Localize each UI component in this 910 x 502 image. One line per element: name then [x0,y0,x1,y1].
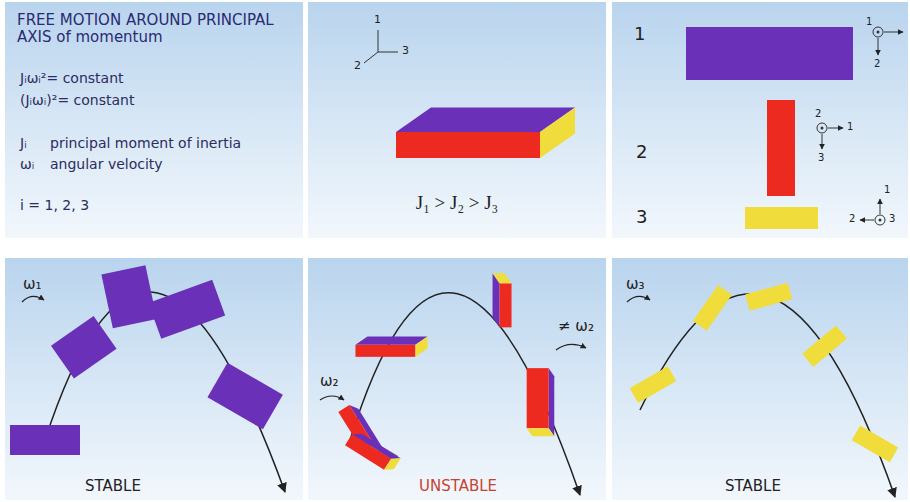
symbol: ωᵢ [20,156,34,172]
panel-ground [612,258,908,500]
axis-out-dot [879,219,882,222]
trajectory-curve [640,294,895,497]
panel: 1 1 2 2 2 1 3 3 1 2 3 [612,2,908,238]
panel: FREE MOTION AROUND PRINCIPAL AXIS of mom… [5,2,303,238]
axis-label: 1 [884,184,890,196]
rigid-body [693,285,732,331]
stability-label: UNSTABLE [419,478,497,495]
spin-arrow [556,344,586,350]
slab-top [355,336,427,344]
panel: ω₂ ≠ ω₂ UNSTABLE [308,258,606,500]
axis-out-symbol [817,123,827,133]
definition: angular velocity [50,156,163,172]
rigid-body [745,283,792,311]
rigid-body [101,265,156,328]
slab-side [415,336,427,356]
axis-label: 2 [874,58,880,70]
panel-ground [308,258,606,500]
panel-ground [5,258,303,500]
rigid-body [10,425,80,455]
axis-number: 3 [636,207,647,228]
panel: ω₁ STABLE [5,258,303,500]
panel: ω₃ STABLE [612,258,908,500]
omega-label: ω₁ [23,276,42,293]
rigid-body [51,316,117,379]
axis-arrow [884,32,903,33]
axis-label: 1 [374,14,381,27]
slab-side [384,454,401,474]
rigid-body [802,326,847,367]
slab-front [345,434,391,469]
slab-front [500,283,512,327]
axis-out-symbol [875,215,885,225]
rigid-body [207,363,282,430]
axis-line [378,30,379,52]
axis-label: 3 [402,45,409,58]
axis-label: 2 [815,108,821,120]
spin-arrow [22,296,44,302]
rigid-body [493,273,512,327]
rigid-body [527,368,555,436]
axis-arrow [860,220,874,221]
face-view [767,100,795,196]
slab-front [527,368,549,428]
axis-number: 1 [634,24,645,45]
slab-top [549,368,555,436]
panel-ground [5,2,303,238]
axis-label: 3 [818,152,824,164]
axis-number: 2 [636,142,647,163]
axis-label: 2 [849,213,855,225]
axis-line [378,52,398,53]
slab-front [355,345,415,357]
axis-label: 2 [354,60,361,73]
panel-title: FREE MOTION AROUND PRINCIPAL AXIS of mom… [17,12,287,47]
axis-label: 1 [866,16,872,28]
axis-label: 1 [847,121,853,133]
axis-arrow [828,128,843,129]
definition: principal moment of inertia [50,135,241,151]
stability-label: STABLE [85,478,141,495]
omega-label: ω₂ [320,373,339,390]
rigid-body [355,336,427,356]
slab-side [540,108,575,159]
axis-arrow [880,199,881,214]
omega-label: ω₃ [626,276,645,293]
stability-label: STABLE [725,478,781,495]
axis-out-dot [877,31,880,34]
axis-line [364,52,378,63]
rigid-body [345,430,401,474]
axis-arrow [878,38,879,55]
face-view [686,27,853,80]
axis-out-symbol [873,27,883,37]
slab-side [493,273,512,283]
panel: 1 2 3 J₁ > J₂ > J₃ [308,2,606,238]
index-range: i = 1, 2, 3 [20,197,89,213]
symbol: Jᵢ [20,135,27,151]
formula: Jᵢωᵢ²= constant [20,70,124,86]
omega-label: ≠ ω₂ [558,318,594,335]
axis-out-dot [821,127,824,130]
face-view [745,207,818,229]
formula: (Jᵢωᵢ)²= constant [20,92,134,108]
slab-side [527,428,555,436]
slab-front [396,132,540,158]
rigid-body [852,426,899,463]
axis-arrow [822,134,823,149]
rigid-body [148,280,225,339]
spin-arrow [627,296,650,302]
spin-arrow [320,396,344,400]
inertia-relation: J₁ > J₂ > J₃ [416,192,499,214]
axis-label: 3 [889,213,895,225]
rigid-body [396,108,575,159]
panel-ground [308,2,606,238]
rigid-body [630,366,677,403]
panel-ground [612,2,908,238]
